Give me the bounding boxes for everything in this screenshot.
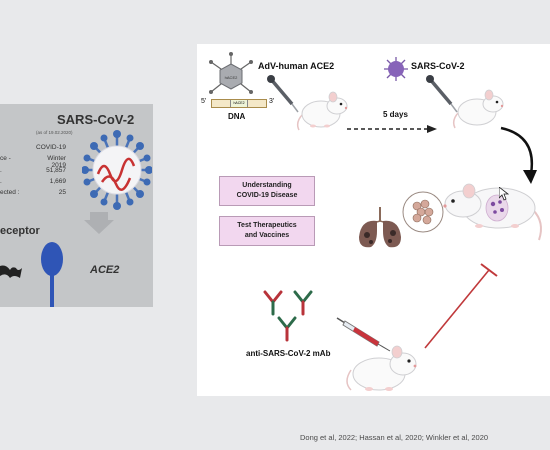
- dropper-icon: [267, 75, 299, 113]
- curved-arrow-icon: [500, 126, 537, 184]
- timeline-arrow-icon: [347, 125, 437, 133]
- stat-value: Winter 2019: [47, 155, 66, 169]
- receptor-label: eceptor: [0, 225, 40, 237]
- ace2-receptor-icon: [41, 242, 63, 307]
- test-therapeutics-box: Test Therapeutics and Vaccines: [219, 216, 315, 246]
- virus-label: SARS-CoV-2: [411, 61, 465, 71]
- ace2-label: ACE2: [90, 264, 120, 276]
- stat-label: ce -: [0, 155, 11, 162]
- stat-value: 1,669: [49, 178, 66, 185]
- bat-icon: [0, 265, 22, 278]
- coronavirus-icon: [82, 130, 152, 210]
- mouse-icon: [296, 91, 348, 131]
- stat-label: .: [0, 167, 2, 174]
- mouse-icon: [452, 89, 504, 129]
- box-line: Test Therapeutics: [237, 222, 297, 229]
- virus-icon: [384, 57, 408, 81]
- box-line: and Vaccines: [244, 232, 290, 239]
- lungs-icon: [359, 207, 401, 248]
- adenovirus-icon: hACE2: [209, 52, 253, 94]
- days-label: 5 days: [383, 110, 408, 119]
- dna-insert: hACE2: [230, 100, 248, 107]
- infected-mouse-icon: [443, 183, 542, 241]
- svg-text:hACE2: hACE2: [225, 75, 238, 80]
- stat-value: COVID-19: [36, 144, 66, 151]
- dna-3prime-label: 3': [269, 98, 275, 105]
- antibodies-icon: [263, 290, 313, 342]
- syringe-icon: [336, 317, 391, 352]
- sars-cov2-info-panel: SARS-CoV-2 (as of 19.02.2020) COVID-19 c…: [0, 104, 153, 307]
- inhibition-line-icon: [424, 263, 498, 349]
- virus-title: SARS-CoV-2: [57, 112, 135, 127]
- dna-label: DNA: [228, 112, 246, 121]
- citation: Dong et al, 2022; Hassan et al, 2020; Wi…: [300, 433, 489, 442]
- alveoli-icon: [402, 191, 444, 233]
- box-line: Understanding: [242, 182, 292, 189]
- mouse-model-diagram: hACE2 AdV-human ACE2 5' hACE2 3' DNA 5 d…: [197, 44, 550, 396]
- vector-label: AdV-human ACE2: [258, 61, 335, 71]
- down-arrow-icon: [84, 212, 114, 234]
- stat-label: ected :: [0, 189, 20, 196]
- treated-mouse-icon: [346, 345, 417, 391]
- stat-value: 25: [58, 189, 66, 196]
- box-line: COVID-19 Disease: [236, 192, 298, 199]
- stat-label: .: [0, 178, 2, 185]
- dropper-icon: [426, 75, 458, 113]
- understanding-disease-box: Understanding COVID-19 Disease: [219, 176, 315, 206]
- stat-value: 51,857: [46, 167, 66, 174]
- mouse-cursor-icon: [499, 187, 509, 201]
- antibody-label: anti-SARS-CoV-2 mAb: [246, 349, 331, 358]
- dna-5prime-label: 5': [201, 98, 207, 105]
- as-of-date: (as of 19.02.2020): [36, 130, 73, 135]
